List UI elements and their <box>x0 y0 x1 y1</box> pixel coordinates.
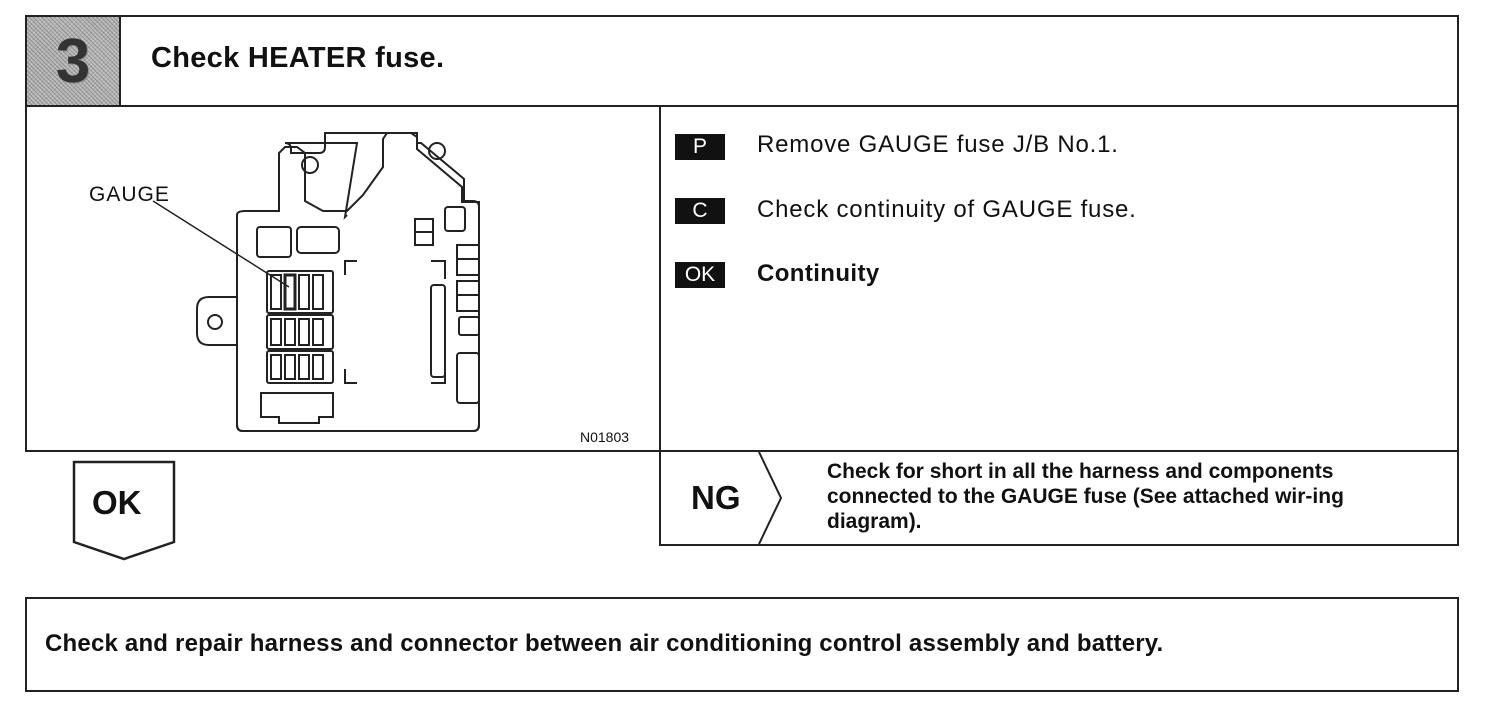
step-number: 3 <box>55 26 91 96</box>
ok-tag-label: OK <box>684 263 716 286</box>
procedure-text: Remove GAUGE fuse J/B No.1. <box>757 131 1119 158</box>
title-box: Check HEATER fuse. <box>119 15 1459 107</box>
ok-tag: OK <box>675 262 725 288</box>
left-mount-hole <box>207 314 223 330</box>
ok-criterion-text: Continuity <box>757 260 880 287</box>
repair-action-text: Check and repair harness and connector b… <box>45 630 1164 657</box>
ng-result-label: NG <box>691 479 741 516</box>
procedure-tag-label: P <box>692 135 707 158</box>
check-tag: C <box>675 198 725 224</box>
procedure-tag: P <box>675 134 725 160</box>
instructions-panel: P Remove GAUGE fuse J/B No.1. C Check co… <box>659 105 1459 452</box>
connector-slot <box>456 352 480 404</box>
page-title: Check HEATER fuse. <box>151 42 445 74</box>
junction-block-outline <box>236 132 480 432</box>
figure-panel: GAUGE N01803 <box>25 105 661 452</box>
top-mount-hole-left <box>301 156 319 174</box>
repair-action-box: Check and repair harness and connector b… <box>25 597 1459 692</box>
lower-connector <box>260 392 334 424</box>
ok-result-label: OK <box>92 484 142 521</box>
connector-pad <box>296 226 340 254</box>
top-mount-hole-right <box>428 142 446 160</box>
connector-pad <box>458 316 480 336</box>
ok-result-arrow <box>72 460 176 561</box>
callout-leader-line <box>152 200 290 288</box>
connector-slot <box>430 284 446 378</box>
ng-result-panel: NG Check for short in all the harness an… <box>659 450 1459 546</box>
gauge-callout-label: GAUGE <box>89 183 170 206</box>
fuse-grid <box>266 270 334 384</box>
check-text: Check continuity of GAUGE fuse. <box>757 196 1137 223</box>
figure-code: N01803 <box>580 429 630 445</box>
check-tag-label: C <box>692 199 708 222</box>
step-number-badge: 3 <box>25 15 121 107</box>
ng-action-text: Check for short in all the harness and c… <box>827 460 1344 533</box>
left-mount-ear <box>196 296 237 346</box>
connector-pad <box>444 206 466 232</box>
junction-block-diagram <box>152 132 480 432</box>
connector-pad <box>256 226 292 258</box>
ng-arrow-divider <box>758 452 783 544</box>
